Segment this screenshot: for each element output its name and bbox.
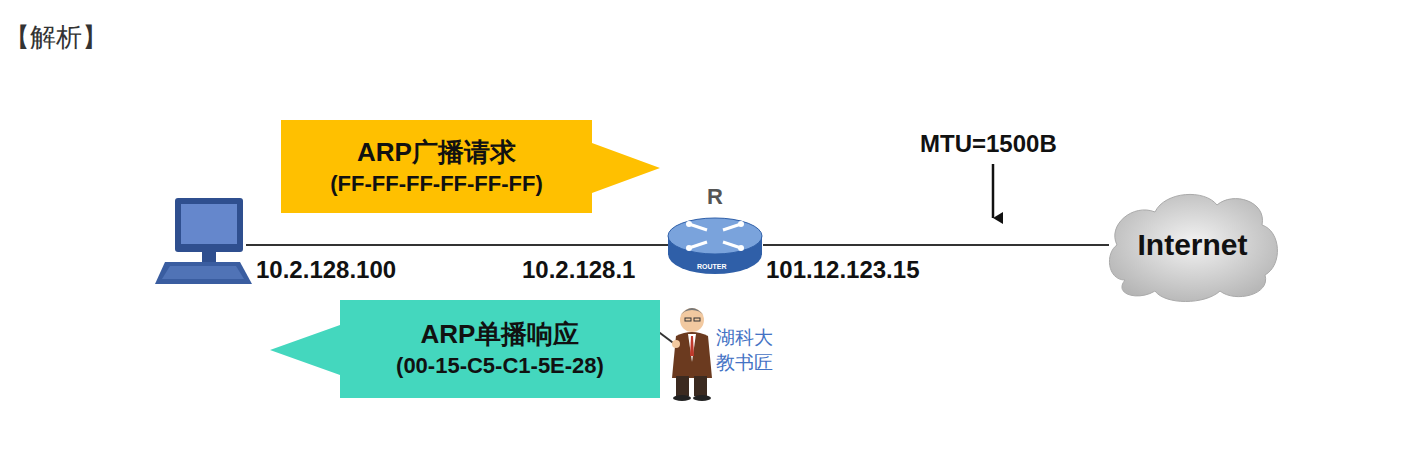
cloud-label: Internet — [1137, 228, 1247, 262]
arrow-heading: ARP单播响应 — [421, 317, 580, 351]
mac-address: (FF-FF-FF-FF-FF-FF) — [330, 169, 543, 199]
arrow-fill — [270, 300, 660, 398]
heading: 【解析】 — [4, 20, 108, 55]
mac-address: (00-15-C5-C1-5E-28) — [396, 351, 604, 381]
ip-address: 10.2.128.100 — [256, 256, 396, 284]
arrow-text: ARP广播请求(FF-FF-FF-FF-FF-FF) — [281, 120, 592, 213]
request-arrow: ARP广播请求(FF-FF-FF-FF-FF-FF) — [281, 120, 660, 213]
arrow-text: ARP单播响应(00-15-C5-C1-5E-28) — [340, 300, 660, 398]
ip-address: 101.12.123.15 — [766, 256, 919, 284]
watermark: 湖科大 教书匠 — [716, 326, 776, 375]
internet-cloud: Internet — [1105, 185, 1280, 305]
mtu-label: MTU=1500B — [920, 130, 1057, 158]
router-brand: ROUTER — [697, 263, 727, 270]
link-wire — [763, 244, 1109, 246]
reply-arrow: ARP单播响应(00-15-C5-C1-5E-28) — [270, 300, 660, 398]
mtu-pointer — [992, 164, 995, 218]
computer-icon — [155, 198, 252, 284]
arrow-fill — [281, 120, 660, 213]
link-wire — [246, 244, 668, 246]
ip-address: 10.2.128.1 — [522, 256, 635, 284]
arrow-heading: ARP广播请求 — [357, 135, 516, 169]
router-name: R — [667, 184, 763, 210]
